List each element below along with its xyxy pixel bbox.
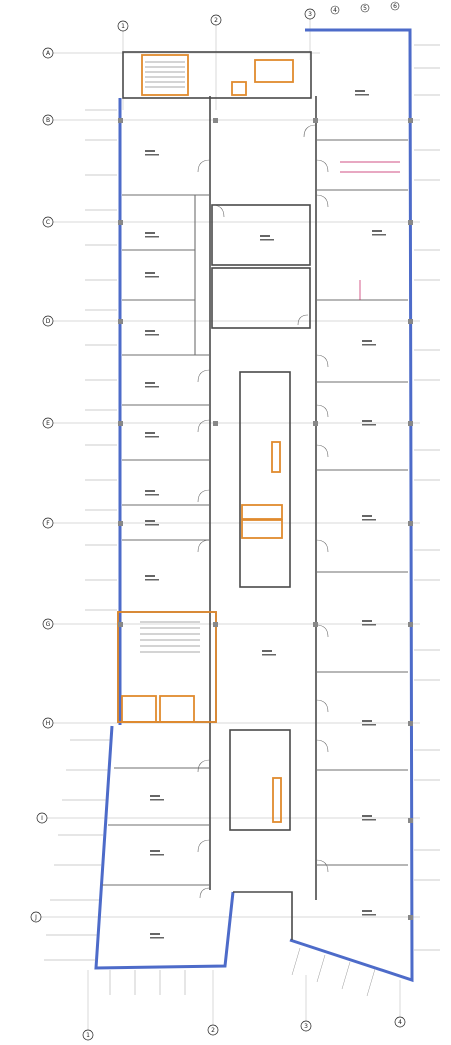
svg-text:2: 2: [214, 17, 218, 24]
north-lift-highlight: [254, 59, 294, 83]
south-lift-highlight-1: [121, 695, 157, 723]
grid-col-top-6: 6: [390, 1, 400, 11]
east-partitions: [316, 139, 408, 866]
grid-row-markers: A B C D E F G H I J: [30, 47, 54, 923]
svg-text:C: C: [46, 219, 50, 226]
grid-marker-c: C: [42, 216, 54, 228]
grid-col-top-2: 2: [210, 14, 222, 26]
svg-text:F: F: [46, 520, 50, 527]
dimension-ticks-left: [44, 109, 117, 961]
stair-treads: [140, 61, 200, 653]
svg-text:1: 1: [121, 23, 125, 30]
grid-col-top-markers: 1 2 3 4 5 6: [117, 1, 400, 32]
column-markers: [118, 118, 413, 920]
grid-marker-g: G: [42, 618, 54, 630]
north-stair-highlight: [141, 54, 189, 96]
grid-marker-e: E: [42, 417, 54, 429]
grid-marker-a: A: [42, 47, 54, 59]
svg-text:B: B: [46, 117, 50, 124]
south-shaft-highlight: [272, 777, 282, 823]
north-shaft-highlight: [231, 81, 247, 96]
core-highlights: [117, 54, 294, 823]
svg-text:3: 3: [304, 1023, 308, 1030]
grid-col-bot-1: 1: [82, 1029, 94, 1041]
svg-text:5: 5: [363, 5, 367, 12]
svg-text:D: D: [46, 318, 51, 325]
svg-text:1: 1: [86, 1032, 90, 1039]
grid-marker-f: F: [42, 517, 54, 529]
grid-col-top-4: 4: [330, 5, 340, 15]
svg-text:2: 2: [211, 1027, 215, 1034]
grid-marker-b: B: [42, 114, 54, 126]
svg-text:4: 4: [333, 7, 337, 14]
grid-col-top-5: 5: [360, 3, 370, 13]
grid-col-top-1: 1: [117, 20, 129, 32]
grid-lines: [36, 18, 420, 1030]
svg-text:3: 3: [308, 11, 312, 18]
central-room-2: [211, 267, 311, 329]
grid-col-bottom-markers: 1 2 3 4: [82, 1016, 406, 1041]
south-lift-highlight-2: [159, 695, 195, 723]
room-text-marks: [145, 90, 386, 939]
dimension-ticks-right: [414, 44, 440, 951]
service-core-2: [229, 729, 291, 831]
svg-text:4: 4: [398, 1019, 402, 1026]
grid-marker-h: H: [42, 717, 54, 729]
facade-east: [289, 28, 414, 983]
grid-col-bot-2: 2: [207, 1024, 219, 1036]
grid-col-bot-3: 3: [300, 1020, 312, 1032]
svg-text:G: G: [46, 621, 51, 628]
svg-text:J: J: [34, 914, 37, 921]
grid-marker-j: J: [30, 911, 42, 923]
mid-lift-highlight-2: [241, 519, 283, 539]
dimension-ticks-bottom: [109, 947, 376, 997]
svg-text:6: 6: [393, 3, 397, 10]
grid-marker-d: D: [42, 315, 54, 327]
central-room: [211, 204, 311, 266]
door-swings: [197, 124, 329, 899]
north-core-wall: [122, 51, 312, 99]
svg-text:A: A: [46, 50, 51, 57]
grid-col-bot-4: 4: [394, 1016, 406, 1028]
mid-shaft-highlight: [271, 441, 281, 473]
svg-text:E: E: [46, 420, 50, 427]
grid-marker-i: I: [36, 812, 48, 824]
south-entry-wall: [233, 891, 293, 940]
mid-lift-highlight-1: [241, 504, 283, 520]
facade-south-west: [94, 725, 235, 970]
svg-text:I: I: [41, 815, 43, 822]
west-partitions: [102, 194, 210, 886]
service-core-1: [239, 371, 291, 588]
svg-text:H: H: [46, 720, 51, 727]
grid-col-top-3: 3: [304, 8, 316, 20]
annotation-lines: [340, 161, 400, 300]
facade-outline: [94, 28, 414, 983]
